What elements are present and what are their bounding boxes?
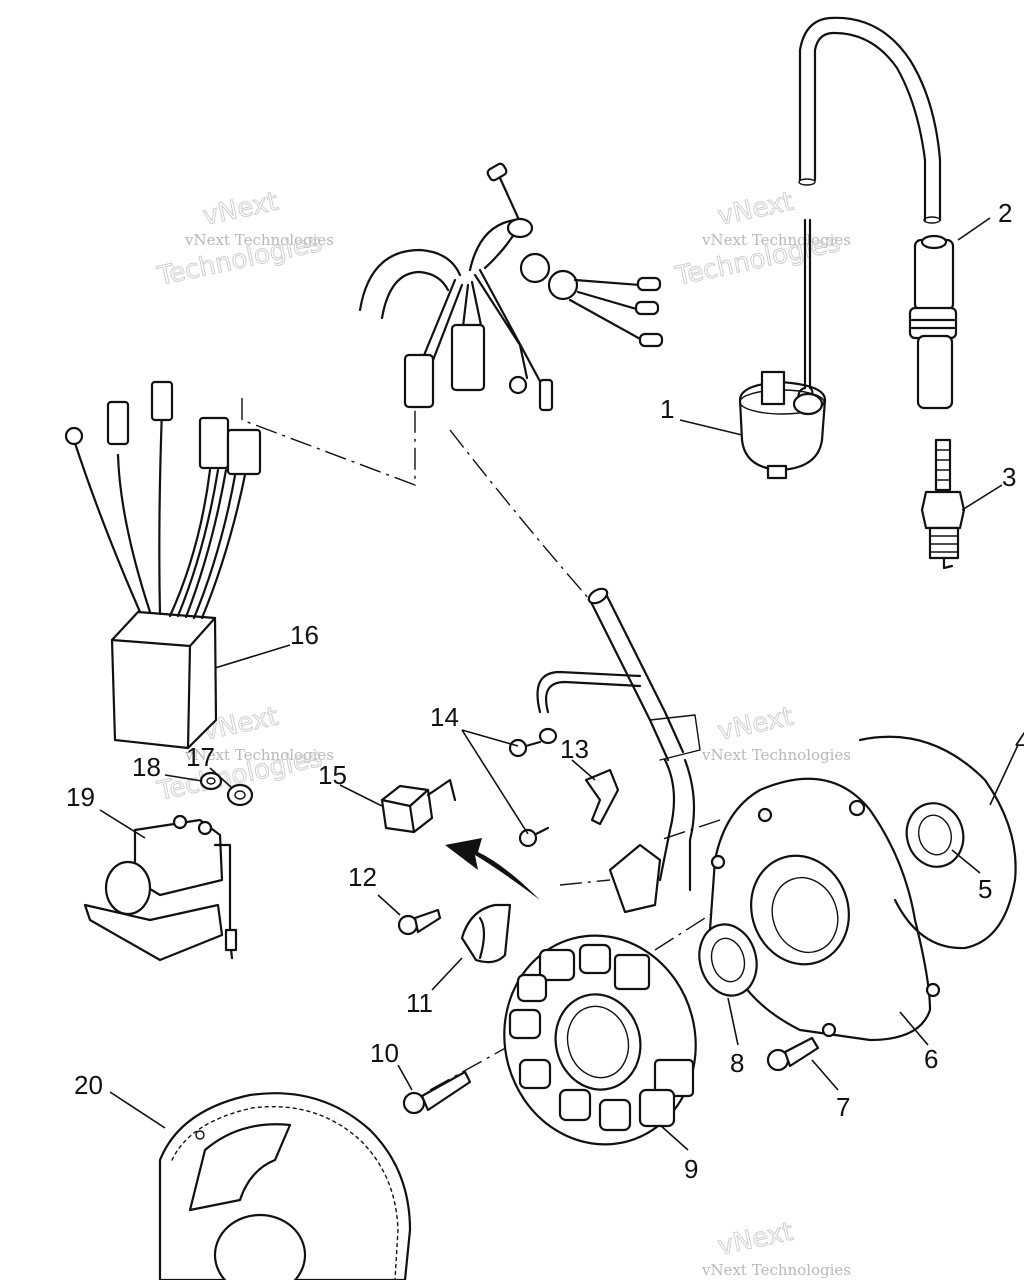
label-1: 1 bbox=[660, 394, 674, 424]
spark-plug-cap bbox=[908, 234, 958, 410]
ground-wire bbox=[508, 670, 642, 848]
oil-seal-8 bbox=[698, 923, 758, 997]
ignition-coil bbox=[738, 218, 827, 480]
svg-text:vNext Technologies: vNext Technologies bbox=[701, 746, 851, 764]
label-20: 20 bbox=[74, 1070, 103, 1100]
stator-screw bbox=[402, 1070, 472, 1115]
svg-text:vNext Technologies: vNext Technologies bbox=[184, 231, 334, 249]
label-18: 18 bbox=[132, 752, 161, 782]
label-10: 10 bbox=[370, 1038, 399, 1068]
clamp-and-screw bbox=[397, 903, 512, 964]
label-6: 6 bbox=[924, 1044, 938, 1074]
label-7: 7 bbox=[836, 1092, 850, 1122]
oil-seal-5 bbox=[905, 802, 965, 868]
label-17: 17 bbox=[186, 742, 215, 772]
svg-text:vNext: vNext bbox=[715, 702, 796, 747]
label-15: 15 bbox=[318, 760, 347, 790]
label-13: 13 bbox=[560, 734, 589, 764]
label-16: 16 bbox=[290, 620, 319, 650]
label-2: 2 bbox=[998, 198, 1012, 228]
cdi-box bbox=[64, 380, 262, 750]
nut-and-washer bbox=[199, 771, 254, 807]
o-ring bbox=[858, 735, 1017, 950]
stator-lead bbox=[587, 587, 701, 914]
label-19: 19 bbox=[66, 782, 95, 812]
label-8: 8 bbox=[730, 1048, 744, 1078]
label-9: 9 bbox=[684, 1154, 698, 1184]
direction-arrow bbox=[445, 838, 540, 900]
high-tension-lead bbox=[798, 16, 942, 224]
wire-harness bbox=[358, 162, 664, 412]
spark-plug bbox=[920, 438, 966, 570]
watermark-2: vNext vNext Technologies Technologies bbox=[672, 186, 851, 292]
svg-text:vNext Technologies: vNext Technologies bbox=[184, 746, 334, 764]
svg-text:vNext Technologies: vNext Technologies bbox=[701, 231, 851, 249]
svg-text:vNext: vNext bbox=[715, 1217, 796, 1262]
magneto-housing bbox=[708, 777, 941, 1042]
stator bbox=[503, 934, 697, 1146]
label-14: 14 bbox=[430, 702, 459, 732]
watermark-1: vNext vNext Technologies Technologies bbox=[154, 186, 334, 292]
svg-text:vNext Technologies: vNext Technologies bbox=[701, 1261, 851, 1279]
label-4: 4 bbox=[1015, 726, 1024, 756]
starter-solenoid bbox=[83, 814, 238, 962]
watermark-5: vNext vNext Technologies bbox=[701, 1216, 851, 1279]
label-5: 5 bbox=[978, 874, 992, 904]
svg-text:vNext: vNext bbox=[200, 187, 281, 232]
label-12: 12 bbox=[348, 862, 377, 892]
label-11: 11 bbox=[406, 988, 433, 1018]
housing-bolt bbox=[766, 1036, 820, 1072]
svg-text:vNext: vNext bbox=[715, 187, 796, 232]
flywheel bbox=[158, 1092, 412, 1280]
label-3: 3 bbox=[1002, 462, 1016, 492]
pulser-coil bbox=[380, 778, 457, 834]
watermark-4: vNext vNext Technologies bbox=[701, 701, 851, 764]
part-labels: 1 2 3 4 5 6 7 8 9 10 11 12 13 14 15 16 1… bbox=[66, 198, 1024, 1184]
leader-lines bbox=[99, 217, 1019, 1151]
